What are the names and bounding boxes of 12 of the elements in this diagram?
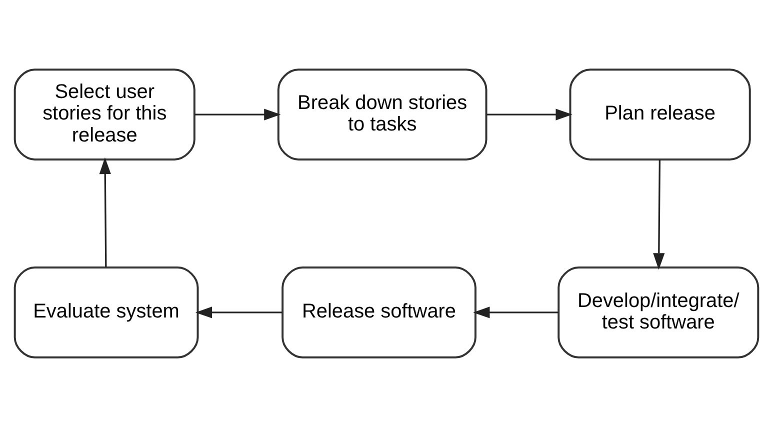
arrow (486, 108, 572, 120)
node-box: Develop/integrate/ test software (558, 266, 760, 358)
arrow (653, 159, 665, 270)
node-box: Select user stories for this release (14, 68, 196, 160)
node-box: Evaluate system (14, 266, 199, 358)
arrow (194, 108, 281, 120)
node-box: Release software (282, 266, 476, 358)
node-box: Plan release (569, 68, 751, 160)
arrow (99, 156, 111, 267)
arrow (473, 306, 558, 318)
arrow (195, 306, 282, 318)
node-box: Break down stories to tasks (277, 68, 488, 160)
